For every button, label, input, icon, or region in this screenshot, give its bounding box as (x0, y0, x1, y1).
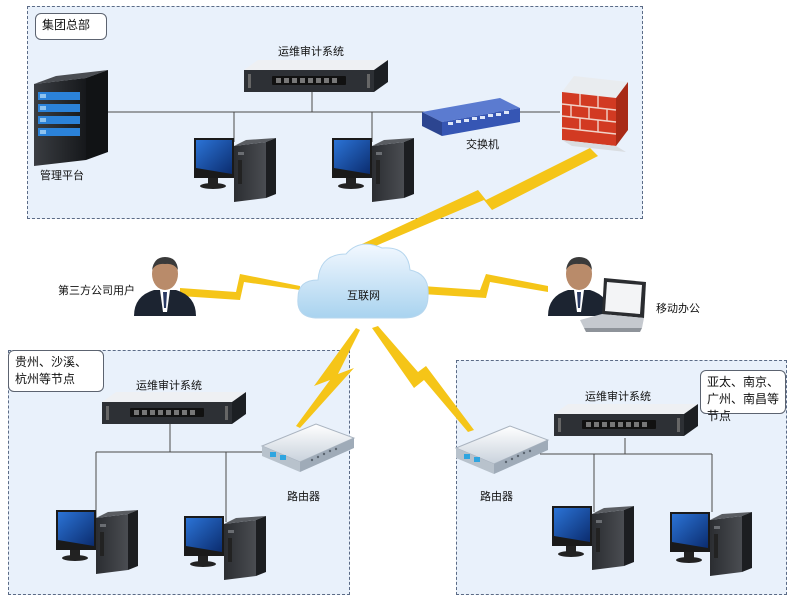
right-branch-title: 亚太、南京、广州、南昌等节点 (707, 375, 780, 423)
third-party-label: 第三方公司用户 (58, 284, 135, 297)
right-router-label: 路由器 (480, 490, 513, 503)
right-branch-title-box: 亚太、南京、广州、南昌等节点 (700, 370, 786, 423)
left-branch-links (95, 424, 262, 522)
desktop-pc-icon (552, 506, 634, 570)
desktop-pc-icon (56, 510, 138, 574)
network-switch-icon (422, 98, 520, 136)
left-branch-title: 贵州、沙溪、杭州等节点 (15, 355, 88, 386)
desktop-pc-icon (184, 516, 266, 580)
desktop-pc-icon (194, 138, 276, 202)
mobile-label: 移动办公 (656, 302, 700, 315)
cloud-icon (297, 243, 429, 319)
left-router-label: 路由器 (287, 490, 320, 503)
left-branch-title-box: 贵州、沙溪、杭州等节点 (8, 350, 104, 392)
router-icon (455, 425, 549, 475)
server-tower-icon (34, 70, 108, 166)
right-branch-links (540, 438, 713, 512)
platform-label: 管理平台 (40, 169, 84, 182)
audit-appliance-icon (244, 60, 388, 92)
cloud-label: 互联网 (347, 289, 380, 302)
laptop-icon (580, 278, 646, 332)
hq-audit-label: 运维审计系统 (278, 45, 344, 58)
router-icon (261, 423, 355, 473)
person-icon (134, 257, 196, 316)
audit-appliance-icon (554, 404, 698, 436)
lightning-link-icon (180, 148, 598, 432)
desktop-pc-icon (670, 512, 752, 576)
audit-appliance-icon (102, 392, 246, 424)
firewall-icon (561, 76, 628, 152)
desktop-pc-icon (332, 138, 414, 202)
hq-title-box: 集团总部 (35, 13, 107, 40)
left-audit-label: 运维审计系统 (136, 379, 202, 392)
hq-title: 集团总部 (42, 18, 91, 32)
right-audit-label: 运维审计系统 (585, 390, 651, 403)
person-icon (548, 257, 610, 316)
switch-label: 交换机 (466, 138, 499, 151)
